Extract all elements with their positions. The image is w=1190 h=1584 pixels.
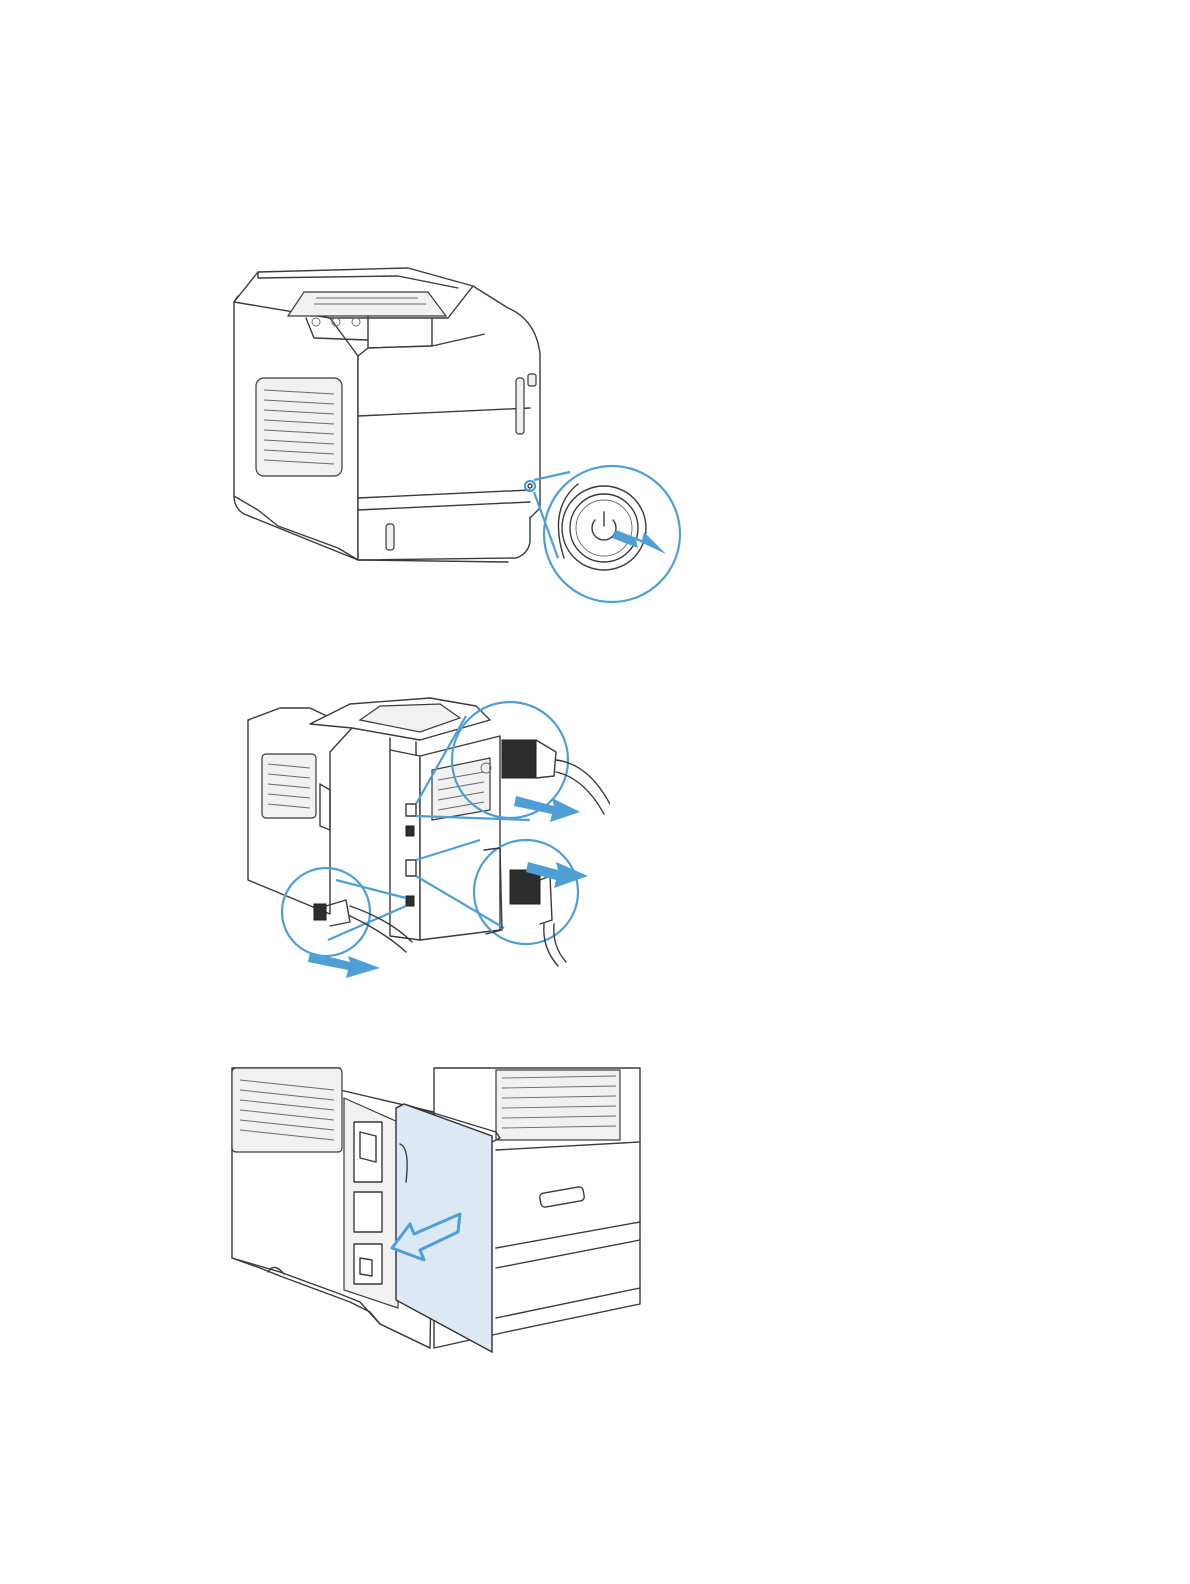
printer-power-off-illustration [218, 258, 694, 610]
rear-vent [496, 1070, 620, 1140]
power-button-callout [544, 466, 680, 602]
side-vent [262, 754, 316, 818]
side-vent [256, 378, 342, 476]
side-vent [232, 1068, 342, 1152]
remove-formatter-cover-illustration [220, 1062, 650, 1360]
disconnect-cables-illustration [240, 680, 610, 980]
